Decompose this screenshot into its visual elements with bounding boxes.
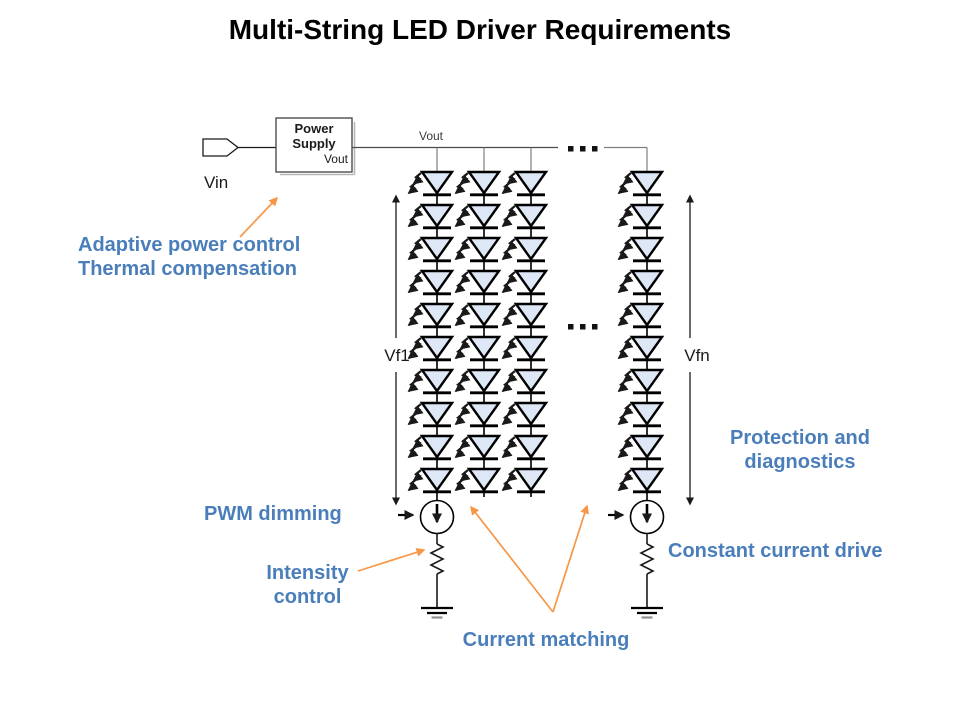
annotation-line: diagnostics [744, 451, 856, 473]
led-icon [617, 335, 665, 362]
led-icon [407, 269, 455, 296]
led-icon [501, 434, 549, 461]
led-icon [501, 467, 549, 494]
led-icon [501, 170, 549, 197]
led-string-string-2 [454, 170, 502, 497]
led-icon [407, 434, 455, 461]
annotation-line: PWM dimming [204, 503, 342, 525]
led-icon [454, 335, 502, 362]
ellipsis-mid [568, 324, 598, 330]
annotation-line: Intensity [266, 562, 349, 584]
led-icon [407, 170, 455, 197]
led-icon [617, 434, 665, 461]
led-string-string-n [617, 170, 665, 501]
led-icon [617, 368, 665, 395]
ground-symbol [421, 606, 453, 619]
led-icon [454, 269, 502, 296]
led-icon [617, 401, 665, 428]
led-icon [617, 170, 665, 197]
vf1-arrow-label: Vf1 [384, 346, 410, 365]
slide-title: Multi-String LED Driver Requirements [228, 14, 732, 45]
led-icon [501, 203, 549, 230]
callout-arrow-matching-left [470, 505, 554, 613]
vfn-arrow-label: Vfn [684, 346, 710, 365]
led-icon [617, 467, 665, 494]
led-icon [454, 302, 502, 329]
vout-rail: Vout [352, 129, 648, 173]
current-source-string-n [608, 499, 665, 619]
callout-arrows [239, 196, 589, 613]
power-supply-label: Power [294, 121, 333, 136]
led-icon [454, 434, 502, 461]
annotation-adaptive-power-control: Adaptive power control Thermal compensat… [78, 233, 300, 281]
current-source-string-1 [398, 499, 455, 619]
annotation-pwm-dimming: PWM dimming [204, 502, 342, 526]
led-icon [407, 467, 455, 494]
vin-connector: Vin [202, 138, 276, 192]
led-icon [501, 335, 549, 362]
ground-symbol [631, 606, 663, 619]
led-icon [501, 302, 549, 329]
led-icon [407, 335, 455, 362]
annotation-line: control [273, 586, 342, 608]
annotation-line: Thermal compensation [78, 258, 297, 280]
led-icon [454, 236, 502, 263]
led-icon [407, 203, 455, 230]
annotation-protection-diagnostics: Protection and diagnostics [700, 426, 900, 474]
led-icon [407, 302, 455, 329]
annotation-line: Adaptive power control [78, 234, 301, 256]
led-icon [454, 401, 502, 428]
annotation-line: Protection and [729, 427, 870, 449]
led-icon [501, 269, 549, 296]
led-icon [454, 203, 502, 230]
led-icon [407, 368, 455, 395]
led-icon [501, 236, 549, 263]
led-icon [454, 467, 502, 494]
led-icon [501, 401, 549, 428]
annotation-constant-current-drive: Constant current drive [668, 539, 882, 563]
led-icon [407, 236, 455, 263]
callout-arrow-adaptive [239, 196, 279, 238]
led-string-string-3 [501, 170, 549, 497]
vout-rail-label: Vout [419, 129, 444, 143]
power-supply-label: Supply [292, 136, 336, 151]
led-icon [617, 302, 665, 329]
led-icon [617, 269, 665, 296]
led-icon [454, 368, 502, 395]
resistor [639, 543, 655, 575]
annotation-intensity-control: Intensity control [230, 561, 385, 609]
annotation-line: Current matching [462, 629, 630, 651]
led-icon [617, 236, 665, 263]
led-icon [501, 368, 549, 395]
led-icon [407, 401, 455, 428]
annotation-current-matching: Current matching [426, 628, 666, 652]
resistor [429, 543, 445, 575]
ellipsis-top [568, 146, 598, 152]
vin-label: Vin [204, 173, 228, 192]
annotation-line: Constant current drive [668, 540, 883, 562]
led-icon [454, 170, 502, 197]
led-string-string-1 [407, 170, 455, 501]
callout-arrow-matching-right [552, 504, 589, 613]
callout-arrow-intensity [357, 547, 426, 572]
vfn-arrow: Vfn [684, 194, 710, 506]
led-icon [617, 203, 665, 230]
power-supply-vout-port: Vout [324, 152, 349, 166]
vf1-arrow: Vf1 [384, 194, 410, 506]
